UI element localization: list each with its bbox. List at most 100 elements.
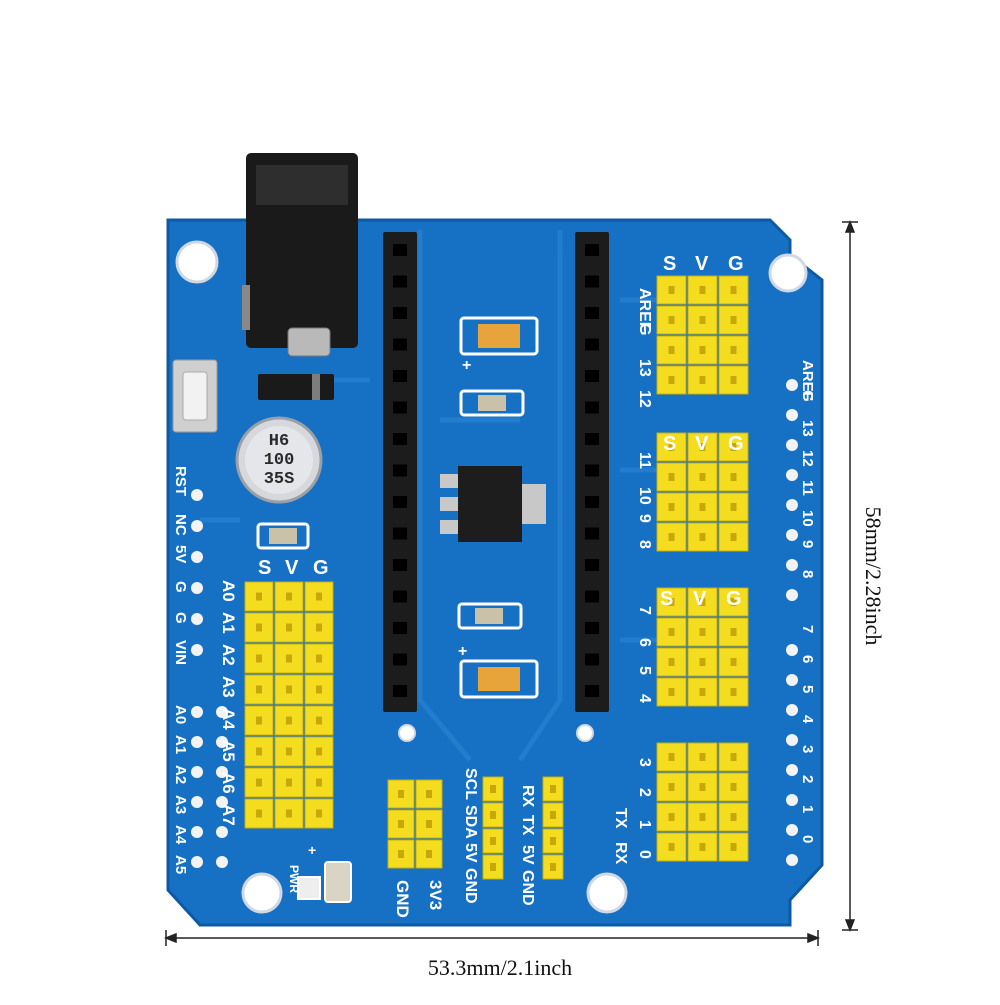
digital-header-g-3: G bbox=[726, 588, 742, 610]
socket-hole bbox=[393, 433, 407, 445]
pad bbox=[216, 826, 228, 838]
digital-header-g-1: G bbox=[728, 253, 744, 275]
pin-label-rst: RST bbox=[172, 466, 189, 496]
header-pin bbox=[730, 753, 737, 761]
diode bbox=[258, 374, 334, 400]
header-pin bbox=[668, 286, 675, 294]
uart-bottom-tx: TX bbox=[612, 808, 629, 829]
header-pin bbox=[668, 473, 675, 481]
header-pin bbox=[668, 376, 675, 384]
header-cell bbox=[274, 674, 304, 705]
pad bbox=[191, 856, 203, 868]
socket-hole bbox=[393, 338, 407, 351]
digital-header-block-2 bbox=[656, 432, 749, 552]
analog-header-v: V bbox=[285, 557, 299, 579]
socket-hole bbox=[585, 653, 599, 666]
header-pin bbox=[699, 598, 706, 606]
header-pin bbox=[256, 654, 262, 663]
socket-hole bbox=[585, 307, 599, 319]
header-pin bbox=[730, 286, 737, 294]
pad bbox=[191, 766, 203, 778]
header-pin bbox=[286, 685, 292, 694]
pad bbox=[191, 613, 203, 625]
header-pin bbox=[730, 813, 737, 821]
servo-header-blocks bbox=[244, 275, 749, 880]
smd-components: + + bbox=[256, 316, 539, 903]
width-dimension-label: 53.3mm/2.1inch bbox=[427, 955, 573, 980]
electrolytic-capacitor: H6 100 35S bbox=[235, 416, 323, 504]
pad bbox=[786, 469, 798, 481]
header-pin bbox=[668, 658, 675, 666]
socket-hole bbox=[393, 685, 407, 697]
i2c-header-block bbox=[482, 776, 504, 880]
socket-hole bbox=[393, 275, 407, 288]
socket-hole bbox=[393, 653, 407, 666]
pin-label-left-a0: A0 bbox=[172, 705, 189, 724]
pad bbox=[786, 734, 798, 746]
socket-hole bbox=[393, 370, 407, 382]
header-pin bbox=[699, 443, 706, 451]
uart-header-block bbox=[542, 776, 564, 880]
header-pin bbox=[730, 783, 737, 791]
socket-hole bbox=[585, 622, 599, 634]
header-pin bbox=[316, 778, 322, 787]
pad bbox=[786, 379, 798, 391]
pad bbox=[786, 704, 798, 716]
header-pin bbox=[256, 778, 262, 787]
digital-header-s-1: S bbox=[663, 253, 676, 275]
digital-header-block-4 bbox=[656, 742, 749, 862]
header-pin bbox=[668, 346, 675, 354]
silkscreen-left: RST NC 5V G G VIN A0 A1 A2 A3 A4 A5 S V … bbox=[172, 466, 329, 893]
right-label: 2 bbox=[799, 775, 816, 783]
pad bbox=[191, 644, 203, 656]
i2c-label-gnd: GND bbox=[462, 868, 479, 904]
digital-label: 9 bbox=[636, 514, 653, 523]
analog-label-a7: A7 bbox=[219, 804, 238, 826]
uart-label-rx: RX bbox=[519, 785, 536, 808]
header-pin bbox=[286, 747, 292, 756]
pad bbox=[216, 796, 228, 808]
right-label: 0 bbox=[799, 835, 816, 843]
digital-label: 11 bbox=[636, 452, 653, 469]
header-pin bbox=[730, 503, 737, 511]
header-pin bbox=[730, 473, 737, 481]
reset-button bbox=[172, 359, 218, 433]
analog-header-s: S bbox=[258, 557, 271, 579]
digital-header-v-2: V bbox=[695, 433, 709, 455]
pad bbox=[191, 826, 203, 838]
analog-header-block bbox=[244, 581, 334, 829]
pad bbox=[786, 794, 798, 806]
header-cell bbox=[274, 736, 304, 767]
header-cell bbox=[718, 832, 749, 862]
header-pin bbox=[699, 843, 706, 851]
right-label: 13 bbox=[799, 420, 816, 437]
header-pin bbox=[730, 598, 737, 606]
header-pin bbox=[398, 850, 404, 858]
header-pin bbox=[668, 843, 675, 851]
analog-label-a0: A0 bbox=[219, 580, 238, 602]
header-pin bbox=[398, 790, 404, 798]
pad bbox=[216, 856, 228, 868]
header-cell bbox=[687, 617, 718, 647]
pad bbox=[786, 589, 798, 601]
header-pin bbox=[668, 503, 675, 511]
digital-header-block-1 bbox=[656, 275, 749, 395]
right-label: 1 bbox=[799, 805, 816, 813]
socket-hole bbox=[585, 433, 599, 445]
header-pin bbox=[668, 598, 675, 606]
header-pin bbox=[398, 820, 404, 828]
pad bbox=[216, 736, 228, 748]
header-cell bbox=[718, 275, 749, 305]
pin-label-left-a5: A5 bbox=[172, 855, 189, 874]
pad bbox=[216, 766, 228, 778]
header-pin bbox=[550, 863, 556, 871]
header-pin bbox=[730, 443, 737, 451]
header-cell bbox=[656, 647, 687, 677]
header-pin bbox=[699, 346, 706, 354]
pad bbox=[786, 559, 798, 571]
header-pin bbox=[699, 783, 706, 791]
header-pin bbox=[490, 837, 496, 845]
header-pin bbox=[256, 716, 262, 725]
i2c-label-sda: SDA bbox=[462, 805, 479, 839]
i2c-label-scl: SCL bbox=[462, 768, 479, 800]
